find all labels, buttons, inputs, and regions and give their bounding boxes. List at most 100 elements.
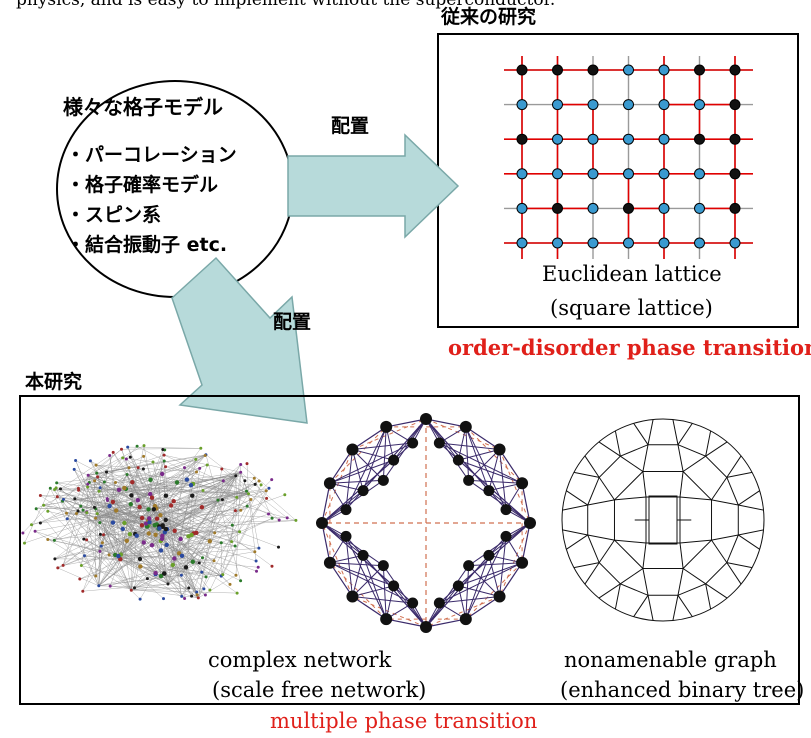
star-edge — [425, 618, 466, 628]
network-edge — [222, 488, 270, 575]
network-node — [38, 521, 42, 525]
network-node — [199, 505, 205, 510]
nonamenable-edge — [642, 568, 649, 596]
network-node — [93, 505, 96, 509]
network-node — [194, 457, 198, 461]
nonamenable-edge — [614, 430, 621, 457]
network-edge — [103, 534, 121, 555]
network-edge — [110, 542, 222, 587]
network-node — [204, 575, 208, 579]
network-edge — [205, 454, 288, 519]
lattice-node — [729, 64, 741, 76]
square-lattice — [504, 56, 753, 259]
network-edge — [66, 510, 117, 514]
nonamenable-graph — [561, 418, 765, 622]
network-node — [172, 556, 177, 561]
network-edge — [137, 446, 280, 521]
network-edge — [235, 472, 241, 576]
lattice-node — [729, 133, 741, 145]
network-edge — [116, 510, 259, 549]
star-node — [433, 597, 445, 609]
network-node — [86, 485, 90, 489]
network-edge — [100, 534, 121, 555]
network-node — [151, 507, 157, 512]
network-node — [124, 538, 129, 543]
network-node — [146, 531, 151, 536]
lattice-node — [623, 133, 634, 145]
star-dashed-edge — [321, 449, 353, 524]
network-edge — [132, 467, 185, 483]
nonamenable-edge — [682, 455, 706, 472]
lattice-node — [729, 168, 741, 180]
star-edge — [425, 418, 470, 481]
network-node — [74, 459, 78, 462]
network-edge — [120, 554, 156, 574]
star-dashed-edge — [499, 449, 531, 524]
network-edge — [88, 467, 129, 476]
star-node — [524, 517, 536, 529]
network-edge — [96, 464, 249, 495]
star-dashed-edge — [329, 562, 387, 620]
network-node — [234, 474, 238, 478]
star-node — [323, 556, 336, 569]
network-edge — [164, 499, 223, 533]
network-node — [194, 530, 199, 535]
models-item: ・結合振動子 etc. — [66, 234, 228, 256]
network-node — [99, 544, 103, 548]
network-node — [264, 489, 268, 493]
lattice-node — [694, 168, 705, 180]
network-node — [203, 454, 207, 457]
network-node — [183, 565, 189, 570]
network-edge — [88, 449, 122, 476]
network-edge — [40, 495, 169, 585]
network-node — [235, 591, 239, 595]
star-edge — [352, 426, 387, 450]
star-node — [459, 613, 472, 626]
network-edge — [98, 585, 204, 590]
network-node — [172, 528, 177, 533]
star-edge — [386, 418, 427, 428]
lattice-node — [729, 237, 741, 249]
lattice-node — [552, 64, 563, 76]
network-node — [234, 573, 238, 577]
network-edge — [120, 558, 185, 599]
network-node — [106, 499, 109, 502]
nonamenable-edge — [705, 583, 712, 610]
network-edge — [126, 458, 273, 567]
network-node — [33, 529, 37, 533]
lattice-node — [658, 168, 670, 180]
network-edge — [139, 572, 156, 600]
star-edge — [345, 536, 387, 620]
star-node — [459, 420, 472, 433]
network-node — [30, 523, 33, 527]
network-node — [255, 569, 258, 573]
network-edge — [98, 542, 103, 586]
network-node — [256, 565, 260, 569]
nonamenable-edge — [726, 562, 753, 569]
network-node — [121, 456, 125, 460]
network-node — [98, 532, 102, 536]
star-edge — [345, 449, 353, 510]
star-edge — [499, 536, 507, 597]
network-node — [220, 498, 224, 502]
star-node — [463, 474, 475, 486]
network-node — [127, 466, 131, 470]
models-item: ・格子確率モデル — [66, 174, 219, 196]
lattice-node — [552, 99, 563, 111]
network-edge — [88, 474, 240, 532]
network-node — [95, 471, 99, 475]
network-node — [176, 551, 182, 556]
network-node — [146, 507, 151, 512]
network-edge — [54, 489, 67, 514]
network-edge — [54, 499, 223, 541]
lattice-node — [623, 64, 634, 76]
network-node — [213, 531, 217, 535]
network-edge — [99, 472, 241, 523]
star-edge — [352, 442, 413, 450]
network-node — [257, 546, 261, 550]
star-edge — [465, 596, 500, 620]
nonamenable-edge — [711, 499, 739, 506]
network-node — [184, 477, 190, 482]
lattice-node — [587, 64, 599, 76]
network-node — [277, 545, 280, 549]
